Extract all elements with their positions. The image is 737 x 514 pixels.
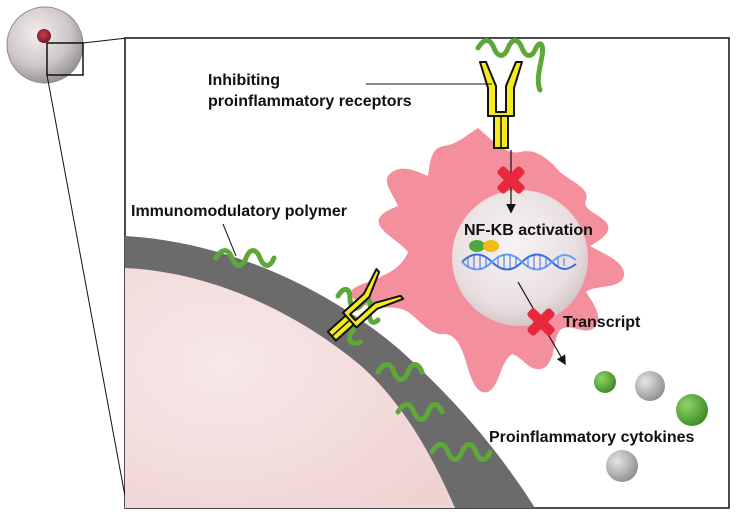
label-nfkb: NF-KB activation: [464, 222, 593, 239]
cytokine-green: [676, 394, 708, 426]
cytokine-gray: [635, 371, 665, 401]
receptor-lower: [326, 268, 405, 343]
dna-helix-icon: [461, 253, 577, 271]
polymer-strand: [213, 248, 277, 268]
nfkb-subunit-yellow: [483, 240, 499, 252]
polymer-strand-bound: [475, 38, 545, 93]
zoom-region-box: [46, 42, 84, 76]
callout-polymer: [222, 223, 237, 257]
particle-core: [125, 268, 455, 508]
red-x-icon: [527, 308, 555, 336]
label-polymer: Immunomodulatory polymer: [131, 203, 347, 220]
nfkb-subunit-green: [469, 240, 485, 252]
label-inhibiting-line2: proinflammatory receptors: [208, 93, 412, 110]
polymer-strand: [375, 362, 425, 382]
nucleus: [452, 190, 588, 326]
cytokine-gray: [606, 450, 638, 482]
thumbnail-cell-dot: [37, 29, 51, 43]
receptor-top: [479, 61, 523, 149]
polymer-strand: [395, 402, 445, 422]
polymer-strand: [429, 442, 493, 462]
zoom-line-bottom: [46, 74, 128, 508]
label-cytokines: Proinflammatory cytokines: [489, 429, 695, 446]
red-x-icon: [497, 166, 525, 194]
label-inhibiting-line1: Inhibiting: [208, 72, 280, 89]
cytokine-green: [594, 371, 616, 393]
particle-thumbnail: [6, 6, 84, 84]
label-transcript: Transcript: [563, 314, 641, 331]
zoom-line-top: [82, 37, 128, 44]
